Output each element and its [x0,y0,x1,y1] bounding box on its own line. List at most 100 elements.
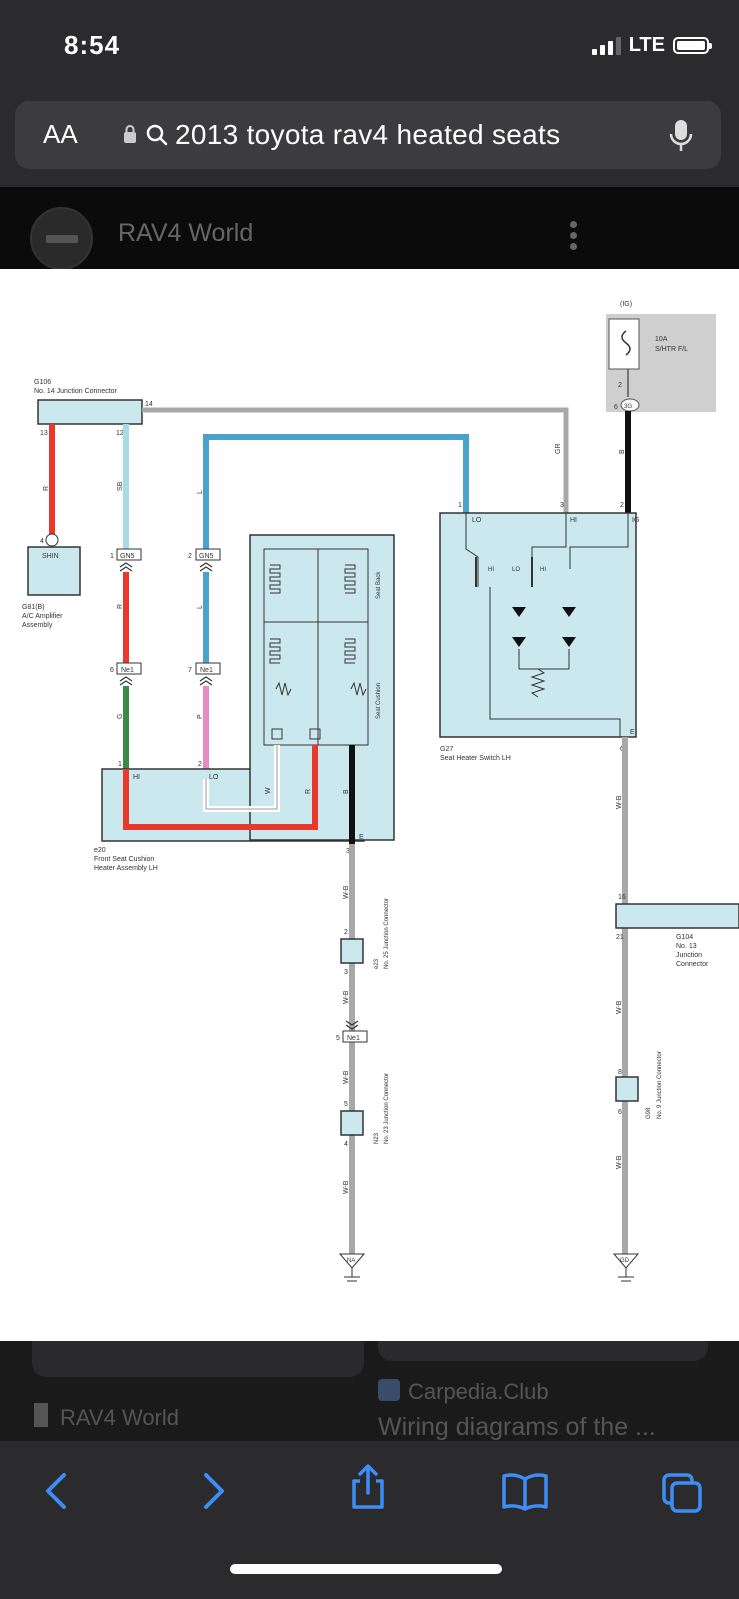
g104-desc1: No. 13 [676,943,697,950]
tabs-icon[interactable] [660,1471,704,1515]
wiring-diagram: (IG) 10A S/HTR F/L 2 3G 6 G106 No. 14 Ju… [22,301,739,1282]
e23-desc: No. 25 Junction Connector [384,898,390,969]
result-right-source[interactable]: Carpedia.Club [408,1379,549,1404]
g104-connector [615,903,739,929]
led-2 [562,607,576,617]
wire-gr-label: GR [555,444,562,455]
gn5-pin-1: 1 [110,553,114,560]
battery-icon [673,37,712,54]
switch-pin-1: 1 [458,502,462,509]
g104-desc3: Connector [676,961,709,968]
browser-address-area: AA 2013 toyota rav4 heated seats [0,95,739,187]
fuse-icon [621,330,631,356]
ground-na-label: NA [347,1258,355,1264]
fuse-box [608,318,640,370]
forward-icon[interactable] [198,1471,228,1511]
g98-connector [615,1076,639,1102]
ground-gd [612,1253,640,1269]
more-options-icon[interactable] [570,221,578,254]
wire-wb-label-l3: W-B [343,1070,350,1084]
back-icon[interactable] [42,1471,72,1511]
gn5-label-2: GN5 [199,553,214,560]
gn5-pin-2: 2 [188,553,192,560]
g98-pin-6: 6 [618,1109,622,1116]
resistor-right [350,681,367,697]
network-label: LTE [628,34,665,56]
gn5-chevron-1 [119,562,133,572]
g27-desc: Seat Heater Switch LH [440,755,511,762]
site-name[interactable]: RAV4 World [118,219,254,247]
fuse-amp: 10A [655,336,668,343]
home-indicator[interactable] [230,1564,502,1574]
result-card-left[interactable] [32,1341,364,1377]
g106-pin-13: 13 [40,430,48,437]
n23-pin-4: 4 [344,1141,348,1148]
search-query[interactable]: 2013 toyota rav4 heated seats [175,119,561,150]
wire-g-label: G [117,714,124,719]
g106-desc: No. 14 Junction Connector [34,388,118,395]
e23-connector [340,938,364,964]
wiring-diagram-image[interactable]: (IG) 10A S/HTR F/L 2 3G 6 G106 No. 14 Ju… [0,269,739,1341]
ground-gd-label: GD [620,1258,630,1264]
e20-pin-3: 3 [346,848,350,855]
n23-desc: No. 23 Junction Connector [384,1073,390,1144]
switch-hi-2: HI [488,567,494,573]
wire-l-label-1: L [197,490,204,494]
e23-label: e23 [374,958,380,969]
share-icon[interactable] [348,1463,388,1511]
g106-label: G106 [34,379,51,386]
switch-hi-3: HI [540,567,546,573]
g106-pin-14: 14 [145,401,153,408]
rav4-world-logo [34,1403,48,1427]
g98-desc: No. 9 Junction Connector [657,1051,663,1119]
g27-switch-box [439,512,637,738]
g81-label: G81(B) [22,604,45,611]
wire-l-label-2: L [197,605,204,609]
seat-back-label: Seat Back [376,571,382,599]
wire-b-label: B [619,449,626,454]
carpedia-icon [378,1379,400,1401]
g81-box [27,546,81,596]
gn5-connector-1 [116,548,142,561]
e20-label: e20 [94,847,106,854]
ne1-pin-7: 7 [188,667,192,674]
address-bar[interactable]: AA 2013 toyota rav4 heated seats [15,101,721,169]
switch-ig: IG [632,517,639,524]
g106-pin-12: 12 [116,430,124,437]
pin-6-3g: 6 [614,404,618,411]
gn5-chevron-2 [199,562,213,572]
status-bar: 8:54 LTE [0,0,739,95]
wire-gr [142,407,569,513]
diode-2 [562,637,576,647]
result-left-source[interactable]: RAV4 World [60,1405,180,1430]
shin-connector-dot [45,533,59,547]
bookmarks-icon[interactable] [500,1471,550,1511]
ig-label: (IG) [620,301,632,308]
switch-pin-2: 2 [620,502,624,509]
e20-desc1: Front Seat Cushion [94,856,154,863]
wire-wb-label-r3: W-B [616,1155,623,1169]
thermostat-left [271,728,283,740]
reader-settings-button[interactable]: AA [43,119,78,149]
microphone-icon[interactable] [669,119,693,153]
g104-pin-21: 21 [616,934,624,941]
result-card-right[interactable] [378,1341,708,1361]
g81-desc1: A/C Amplifier [22,613,63,620]
e20-hi: HI [133,774,140,781]
fuse-name: S/HTR F/L [655,346,688,353]
e20-pin-2: 2 [198,761,202,768]
ground-na [338,1253,366,1269]
seat-cushion-label: Seat Cushion [376,683,382,719]
diode-1 [512,637,526,647]
status-right: LTE [591,34,712,57]
ne1-pin-5: 5 [336,1035,340,1042]
connector-3g-label: 3G [624,404,632,410]
e20-pin-1: 1 [118,761,122,768]
site-logo [30,207,93,270]
ne1-chevron-3 [345,1020,359,1030]
fuse-pin: 2 [618,382,622,389]
result-right-title[interactable]: Wiring diagrams of the ... [378,1413,656,1441]
e23-pin-2: 2 [344,929,348,936]
ne1-label-3: Ne1 [347,1035,360,1042]
ne1-label-2: Ne1 [200,667,213,674]
